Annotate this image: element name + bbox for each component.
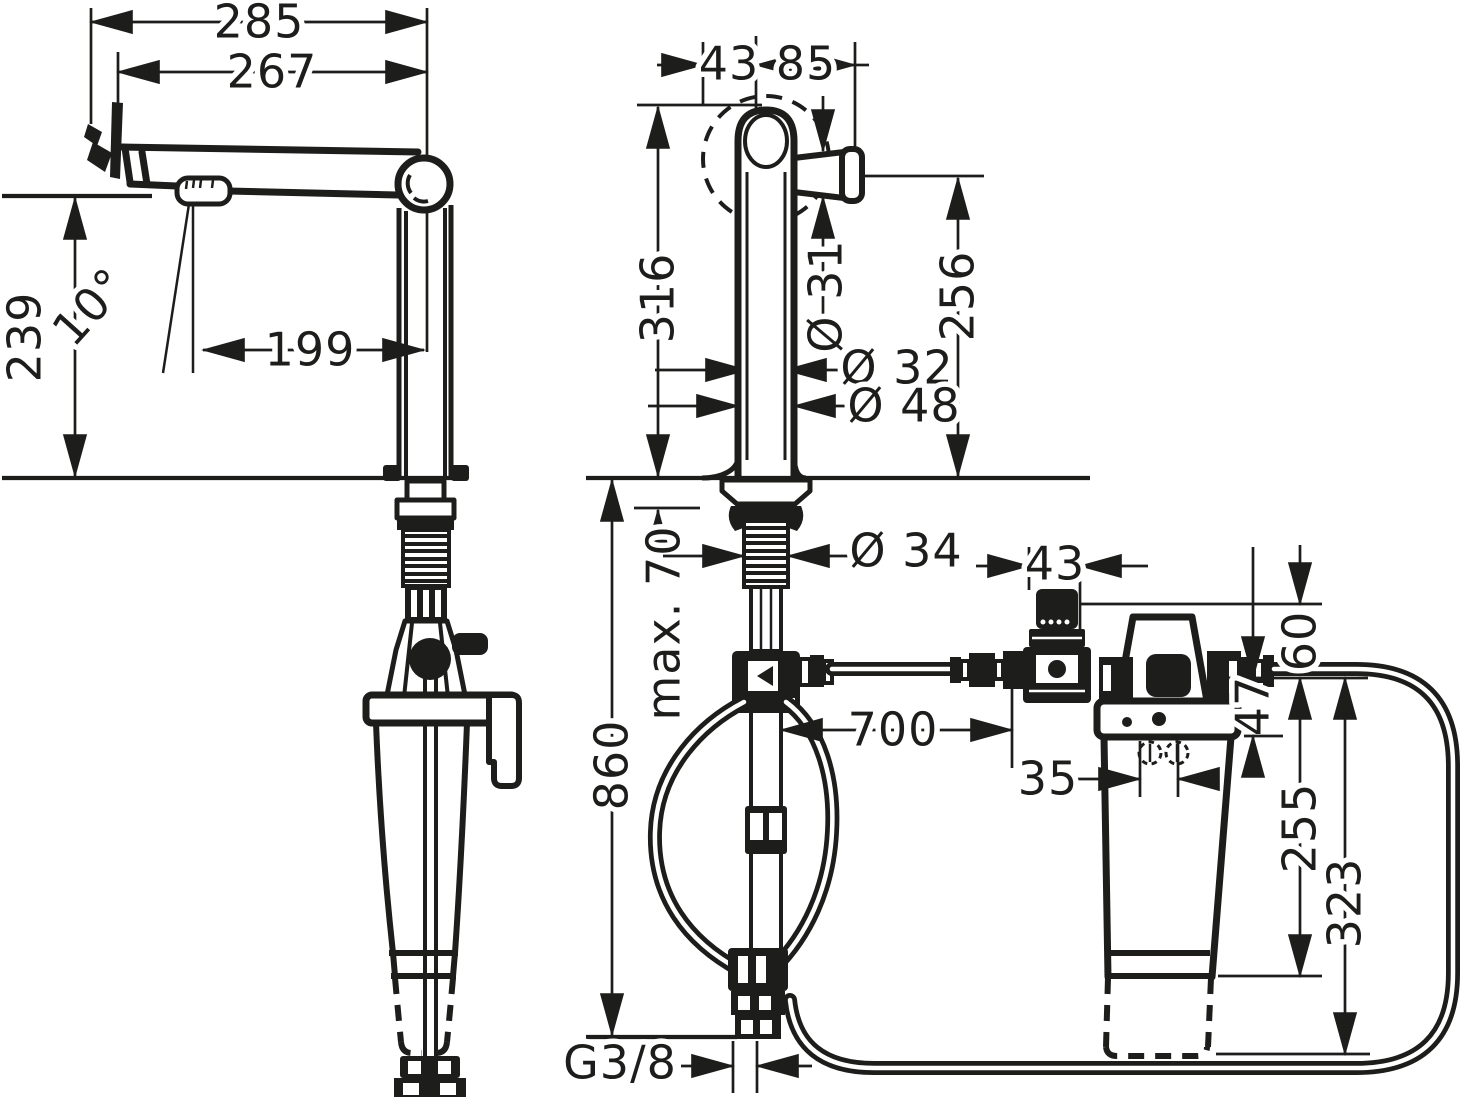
- mounting-shank-front: [719, 477, 813, 653]
- dimension-47: 47: [1210, 547, 1368, 778]
- dimension-199: 199: [200, 317, 427, 382]
- dim-dia-48: Ø 48: [847, 379, 960, 433]
- side-view: 285 267 239 10° 199: [0, 0, 522, 1097]
- spout-lever: [110, 102, 123, 179]
- dimension-285: 285: [88, 0, 430, 352]
- hose-run: [783, 662, 1460, 1075]
- filter-unit: 43: [783, 531, 1460, 1075]
- dimension-dia34: Ø 34: [663, 518, 967, 583]
- filter-cup-side: [362, 691, 522, 1056]
- dim-860: 860: [585, 720, 639, 811]
- mounting-shank-side: [383, 465, 488, 703]
- side-stud: [452, 633, 488, 655]
- dimension-700: 700: [778, 686, 1015, 768]
- dimension-255: 255: [1218, 675, 1332, 979]
- handle-arm: [791, 149, 847, 201]
- port-symbols: [1137, 740, 1190, 766]
- dimension-43-85: 43 85: [657, 31, 869, 160]
- spout: [84, 102, 422, 207]
- dimension-316: 316: [625, 103, 762, 479]
- dim-60: 60: [1273, 611, 1327, 672]
- pressure-reducer: [1023, 589, 1091, 703]
- dim-256: 256: [931, 251, 985, 342]
- dim-g38-thread: G3/8: [563, 1036, 677, 1090]
- hanging-hook: [486, 692, 522, 789]
- supply-rod: [423, 659, 438, 1092]
- hose-loop: [647, 695, 840, 977]
- dim-angle-10deg: 10°: [41, 257, 138, 356]
- dim-47: 47: [1226, 676, 1280, 737]
- dim-43-filter: 43: [1025, 537, 1086, 591]
- dim-199: 199: [265, 323, 356, 377]
- dim-43-front: 43: [699, 37, 760, 91]
- dim-255: 255: [1273, 783, 1327, 874]
- dimension-dia48: Ø 48: [648, 373, 965, 438]
- bottom-connector-side: [394, 1056, 466, 1097]
- dimension-dia32: Ø 32: [655, 335, 958, 400]
- hose-to-filter: [825, 651, 1026, 689]
- handle-cap: [839, 146, 865, 204]
- dimension-g38: G3/8: [558, 1030, 812, 1095]
- dim-dia-34: Ø 34: [849, 524, 962, 578]
- dim-285: 285: [214, 0, 305, 49]
- dim-35: 35: [1018, 752, 1079, 806]
- g38-fitting: [728, 948, 788, 1039]
- faucet-front: [701, 94, 865, 481]
- dimension-60: 60: [1080, 545, 1332, 677]
- dimension-256: 256: [858, 174, 990, 479]
- dim-700: 700: [848, 703, 939, 757]
- aerator: [174, 175, 233, 207]
- dim-dia-31: Ø 31: [799, 239, 853, 352]
- front-view: 43 85 316 Ø 31 256 Ø 32 Ø 48: [558, 31, 1090, 1095]
- dim-max-70: max. 70: [637, 526, 691, 721]
- filter-cartridge: [1093, 697, 1242, 1059]
- dimension-267: 267: [115, 39, 430, 104]
- dimension-860: 860: [579, 477, 737, 1040]
- dimension-323: 323: [1216, 675, 1377, 1057]
- screw-head: [409, 638, 451, 680]
- dim-323: 323: [1318, 858, 1372, 949]
- dimension-43-filter: 43: [976, 531, 1148, 650]
- dimension-35: 35: [1012, 741, 1220, 811]
- dim-239: 239: [0, 292, 52, 383]
- dim-267: 267: [227, 45, 318, 99]
- spout-column: [396, 205, 454, 478]
- dim-85: 85: [776, 37, 837, 91]
- dimension-239: 239: [0, 193, 152, 479]
- swivel-joint: [394, 154, 454, 214]
- dimension-angle-10: 10°: [36, 202, 195, 374]
- dimension-max70: max. 70: [631, 506, 700, 726]
- faucet-body: [734, 106, 798, 476]
- dim-dia-32: Ø 32: [840, 341, 953, 395]
- dimension-dia31: Ø 31: [793, 96, 858, 358]
- dim-316: 316: [631, 253, 685, 344]
